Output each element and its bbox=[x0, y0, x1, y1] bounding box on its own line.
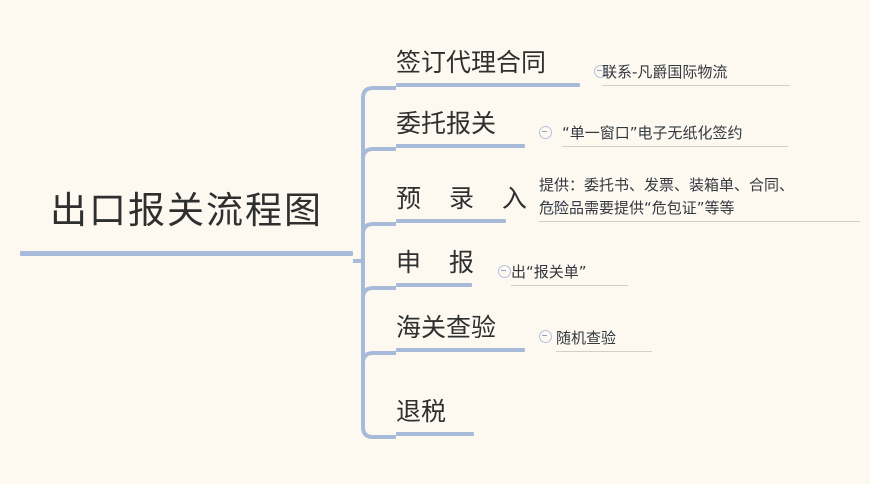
branch-main-5[interactable]: 海关查验 bbox=[396, 311, 525, 352]
branch-underline-2 bbox=[396, 144, 525, 148]
branch-underline-3 bbox=[396, 219, 506, 223]
child-label-3-1a: 提供：委托书、发票、装箱单、合同、 bbox=[539, 176, 795, 194]
branch-label-3: 预 录 入 bbox=[396, 184, 537, 213]
branch-label-5: 海关查验 bbox=[396, 313, 497, 342]
child-node-3-1[interactable]: 提供：委托书、发票、装箱单、合同、 危险品需要提供“危包证”等等 bbox=[539, 175, 860, 222]
branch-main-1[interactable]: 签订代理合同 bbox=[396, 46, 580, 87]
branch-main-2[interactable]: 委托报关 bbox=[396, 107, 525, 148]
child-label-5-1: 随机查验 bbox=[556, 329, 617, 347]
branch-main-6[interactable]: 退税 bbox=[396, 395, 474, 436]
child-underline-5-1 bbox=[556, 351, 652, 352]
collapse-minus-icon[interactable] bbox=[594, 65, 607, 78]
collapse-minus-icon[interactable] bbox=[497, 265, 511, 278]
branch-label-6: 退税 bbox=[396, 397, 447, 426]
child-label-1-1: 联系-凡爵国际物流 bbox=[602, 63, 728, 81]
branch-main-3[interactable]: 预 录 入 bbox=[396, 182, 537, 223]
root-node[interactable]: 出口报关流程图 bbox=[20, 185, 353, 256]
branch-main-4[interactable]: 申 报 bbox=[396, 246, 484, 287]
collapse-minus-icon[interactable] bbox=[539, 330, 552, 343]
child-label-2-1: “单一窗口”电子无纸化签约 bbox=[562, 124, 743, 142]
branch-label-2: 委托报关 bbox=[396, 109, 497, 138]
root-underline bbox=[20, 251, 353, 256]
child-node-1-1[interactable]: 联系-凡爵国际物流 bbox=[602, 62, 790, 86]
branch-underline-6 bbox=[396, 432, 474, 436]
branch-node-1[interactable]: 签订代理合同 bbox=[396, 46, 607, 87]
branch-label-1: 签订代理合同 bbox=[396, 48, 547, 77]
branch-node-6[interactable]: 退税 bbox=[396, 395, 474, 436]
root-label: 出口报关流程图 bbox=[50, 189, 323, 232]
branch-node-4[interactable]: 申 报 bbox=[396, 246, 511, 287]
child-label-4-1: 出“报关单” bbox=[511, 263, 587, 281]
child-underline-3-1 bbox=[539, 221, 860, 222]
child-node-2-1[interactable]: “单一窗口”电子无纸化签约 bbox=[562, 123, 788, 147]
branch-node-3[interactable]: 预 录 入 bbox=[396, 182, 564, 223]
child-label-3-1b: 危险品需要提供“危包证”等等 bbox=[539, 199, 735, 217]
collapse-minus-icon[interactable] bbox=[539, 126, 552, 139]
branch-node-2[interactable]: 委托报关 bbox=[396, 107, 552, 148]
child-node-4-1[interactable]: 出“报关单” bbox=[511, 262, 628, 286]
collapse-minus-icon[interactable] bbox=[550, 201, 564, 214]
branch-underline-5 bbox=[396, 348, 525, 352]
child-underline-1-1 bbox=[602, 85, 790, 86]
branch-node-5[interactable]: 海关查验 bbox=[396, 311, 552, 352]
child-underline-4-1 bbox=[511, 285, 628, 286]
branch-label-4: 申 报 bbox=[396, 248, 484, 277]
child-underline-2-1 bbox=[562, 146, 788, 147]
branch-underline-1 bbox=[396, 83, 580, 87]
child-node-5-1[interactable]: 随机查验 bbox=[556, 328, 652, 352]
branch-underline-4 bbox=[396, 283, 472, 287]
